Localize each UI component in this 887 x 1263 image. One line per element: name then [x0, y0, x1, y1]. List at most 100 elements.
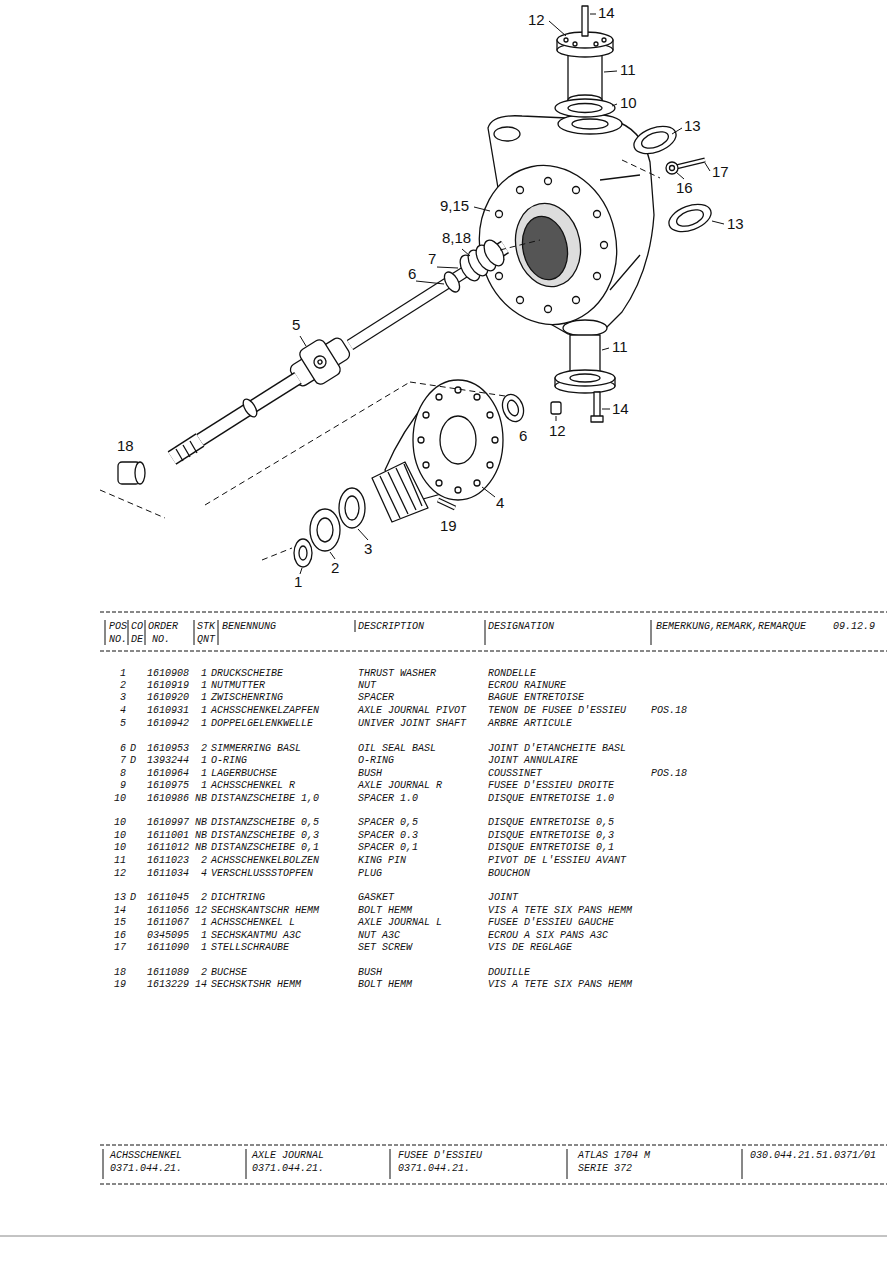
table-cell: SECHSKANTSCHR HEMM	[211, 905, 319, 916]
table-cell: NB	[195, 830, 207, 841]
table-cell: BOLT HEMM	[358, 905, 412, 916]
table-cell: STELLSCHRAUBE	[211, 942, 289, 953]
table-cell: DISTANZSCHEIBE 0,5	[211, 817, 319, 828]
table-cell: 1610920	[147, 692, 189, 703]
table-cell: AXLE JOURNAL R	[358, 780, 442, 791]
table-cell: 12	[114, 868, 126, 879]
table-cell: POS.18	[651, 768, 687, 779]
table-cell: BUCHSE	[211, 967, 247, 978]
table-cell: UNIVER JOINT SHAFT	[358, 718, 466, 729]
table-cell: DICHTRING	[211, 892, 265, 903]
table-cell: VERSCHLUSSSTOPFEN	[211, 868, 313, 879]
table-cell: 19	[114, 979, 126, 990]
table-cell: AXLE JOURNAL PIVOT	[358, 705, 466, 716]
table-header: DESIGNATION	[488, 621, 554, 632]
table-cell: 1	[201, 780, 207, 791]
table-cell: NUT	[358, 680, 376, 691]
table-cell: 1610953	[147, 743, 189, 754]
table-header: DE	[131, 634, 143, 645]
table-cell: 1611001	[147, 830, 189, 841]
footer-cell: AXLE JOURNAL	[252, 1150, 324, 1161]
table-cell: BOUCHON	[488, 868, 530, 879]
table-cell: 1611067	[147, 917, 189, 928]
footer-cell: 030.044.21.51.0371/01	[750, 1150, 876, 1161]
table-cell: NUT A3C	[358, 930, 400, 941]
table-cell: 1611012	[147, 842, 189, 853]
leader-lines	[300, 14, 724, 574]
callout-number: 19	[440, 518, 457, 535]
callout-number: 8,18	[442, 230, 471, 247]
callout-number: 2	[331, 560, 339, 577]
table-cell: 10	[114, 830, 126, 841]
callout-number: 5	[292, 317, 300, 334]
table-cell: 1611034	[147, 868, 189, 879]
table-header: CO	[131, 621, 143, 632]
table-cell: 1	[201, 755, 207, 766]
table-cell: 13	[114, 892, 126, 903]
table-cell: D	[130, 743, 136, 754]
table-cell: 3	[120, 692, 126, 703]
table-cell: 11	[114, 855, 126, 866]
table-cell: 1611089	[147, 967, 189, 978]
table-cell: COUSSINET	[488, 768, 542, 779]
table-cell: 1	[201, 930, 207, 941]
callout-number: 12	[549, 423, 566, 440]
table-cell: FUSEE D'ESSIEU GAUCHE	[488, 917, 614, 928]
table-cell: FUSEE D'ESSIEU DROITE	[488, 780, 614, 791]
table-header: 09.12.9	[833, 621, 875, 632]
table-cell: 17	[114, 942, 126, 953]
callout-number: 13	[727, 216, 744, 233]
table-cell: 16	[114, 930, 126, 941]
table-cell: 1	[201, 768, 207, 779]
table-cell: 2	[201, 855, 207, 866]
table-cell: 1610964	[147, 768, 189, 779]
callout-number: 12	[528, 12, 545, 29]
table-cell: SECHSKANTMU A3C	[211, 930, 301, 941]
table-cell: OIL SEAL BASL	[358, 743, 436, 754]
table-cell: 5	[120, 718, 126, 729]
footer-cell: 0371.044.21.	[110, 1163, 182, 1174]
table-cell: 1	[201, 668, 207, 679]
table-rules	[0, 612, 887, 1236]
callout-number: 1	[294, 574, 302, 591]
table-header: DESCRIPTION	[358, 621, 424, 632]
callout-number: 11	[612, 339, 628, 356]
footer-cell: 0371.044.21.	[252, 1163, 324, 1174]
table-cell: 4	[120, 705, 126, 716]
table-cell: 0345095	[147, 930, 189, 941]
table-cell: 1611056	[147, 905, 189, 916]
table-cell: VIS DE REGLAGE	[488, 942, 572, 953]
table-cell: O-RING	[358, 755, 394, 766]
table-cell: 1	[120, 668, 126, 679]
footer-cell: ACHSSCHENKEL	[110, 1150, 182, 1161]
table-cell: RONDELLE	[488, 668, 536, 679]
table-cell: SPACER 1.0	[358, 793, 418, 804]
table-cell: 1613229	[147, 979, 189, 990]
table-cell: 1610942	[147, 718, 189, 729]
table-cell: SPACER	[358, 692, 394, 703]
table-cell: 1	[201, 718, 207, 729]
table-cell: POS.18	[651, 705, 687, 716]
table-cell: O-RING	[211, 755, 247, 766]
table-cell: 1611023	[147, 855, 189, 866]
table-cell: ECROU A SIX PANS A3C	[488, 930, 608, 941]
table-cell: 12	[195, 905, 207, 916]
table-cell: KING PIN	[358, 855, 406, 866]
table-cell: GASKET	[358, 892, 394, 903]
table-cell: 1611090	[147, 942, 189, 953]
table-cell: 2	[201, 743, 207, 754]
table-cell: ARBRE ARTICULE	[488, 718, 572, 729]
table-cell: DISQUE ENTRETOISE 0,1	[488, 842, 614, 853]
table-header: STK	[197, 621, 215, 632]
callout-number: 7	[428, 251, 436, 268]
table-cell: ZWISCHENRING	[211, 692, 283, 703]
callout-number: 9,15	[440, 198, 469, 215]
table-cell: ACHSSCHENKEL L	[211, 917, 295, 928]
table-header: BEMERKUNG,REMARK,REMARQUE	[656, 621, 806, 632]
table-cell: 2	[201, 967, 207, 978]
table-cell: 10	[114, 817, 126, 828]
table-cell: 2	[120, 680, 126, 691]
table-cell: TENON DE FUSEE D'ESSIEU	[488, 705, 626, 716]
table-header: BENENNUNG	[222, 621, 276, 632]
table-cell: 1	[201, 680, 207, 691]
